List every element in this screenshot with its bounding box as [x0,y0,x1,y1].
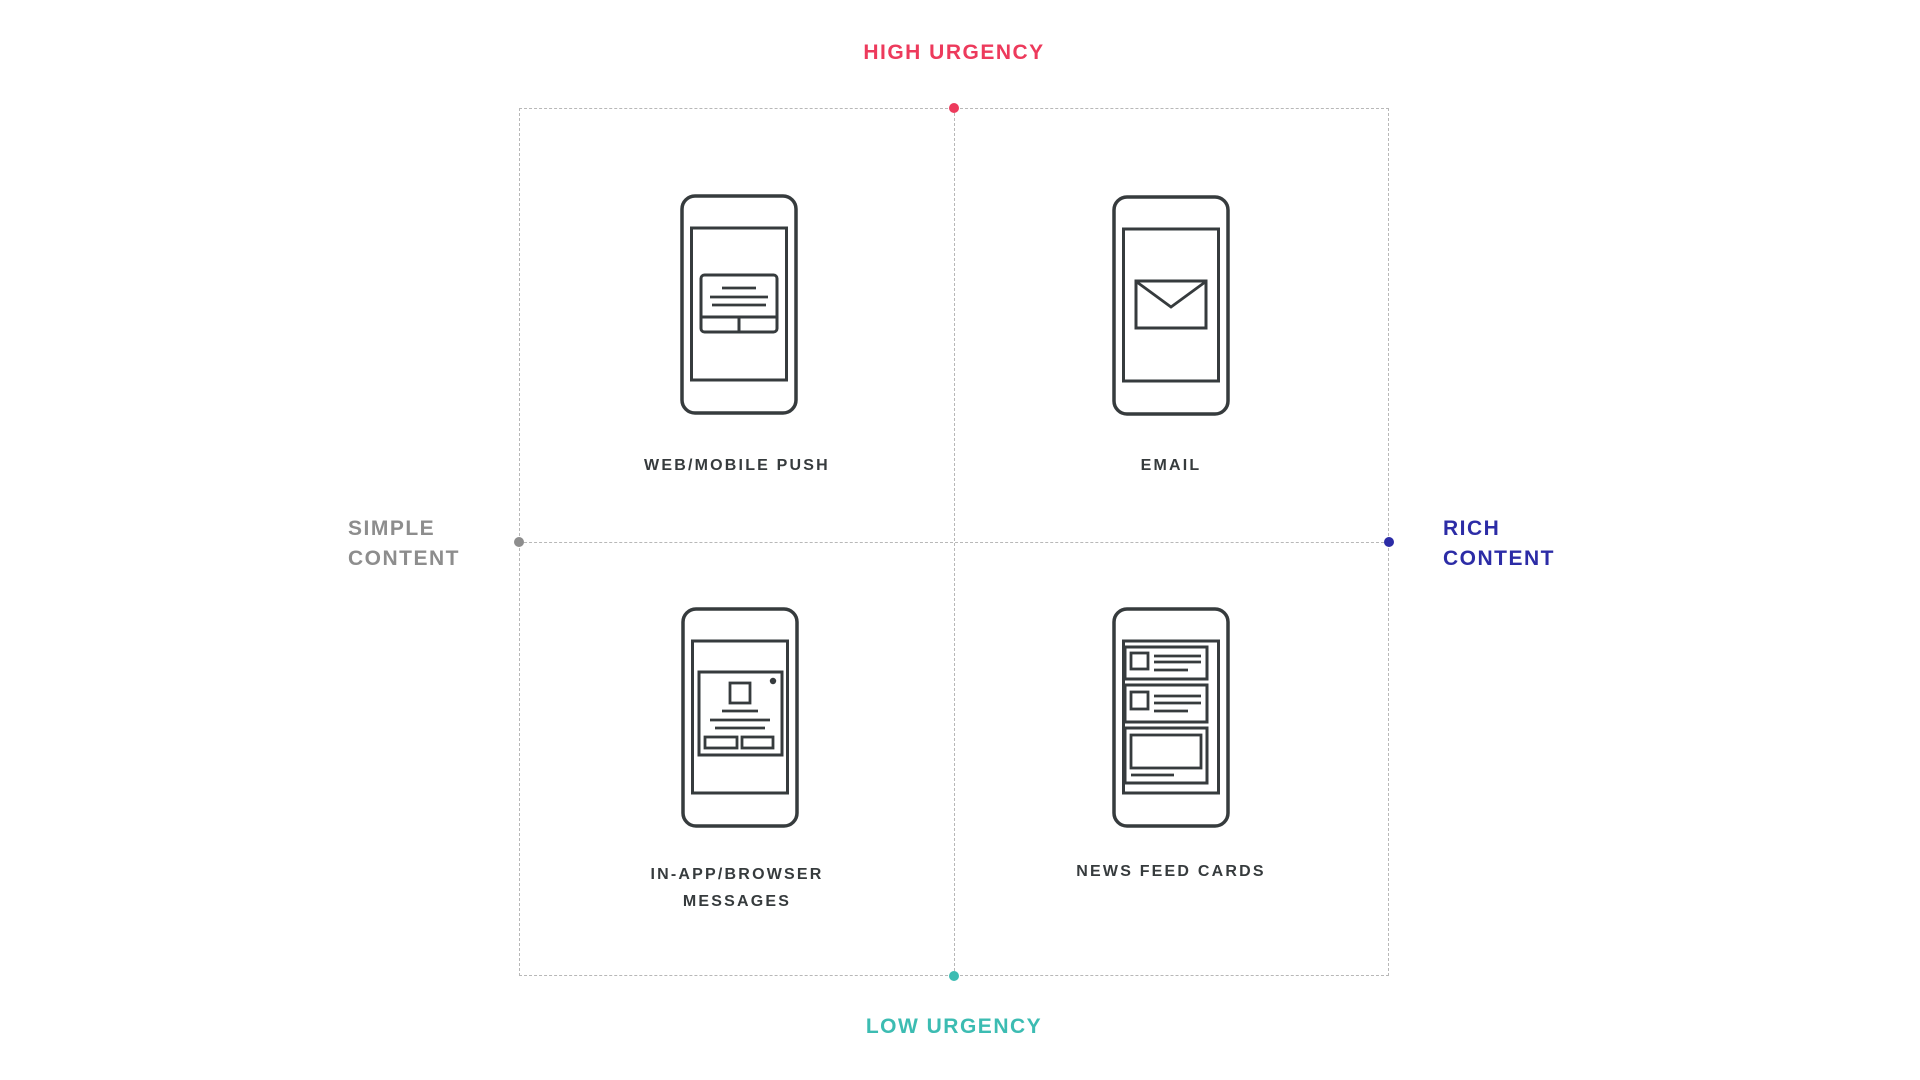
quadrant-label-news-feed-cards: NEWS FEED CARDS [1076,863,1266,880]
axis-label-simple-content: SIMPLE CONTENT [348,517,460,570]
axis-label-rich-content: RICH CONTENT [1443,517,1555,570]
simple-content-dot [514,537,524,547]
high-urgency-dot [949,103,959,113]
phone-email-envelope-icon [1112,195,1230,416]
quadrant-label-in-app-browser-messages: IN-APP/BROWSER MESSAGES [650,866,824,910]
axis-label-low-urgency: LOW URGENCY [865,1015,1043,1038]
horizontal-axis-line [519,542,1389,543]
phone-news-feed-cards-icon [1112,607,1230,828]
quadrant-label-web-mobile-push: WEB/MOBILE PUSH [644,457,830,474]
rich-content-dot [1384,537,1394,547]
quadrant-top-left [680,194,798,415]
quadrant-top-right [1112,195,1230,416]
phone-in-app-message-icon [681,607,799,828]
axis-label-high-urgency: HIGH URGENCY [863,41,1045,64]
quadrant-label-email: EMAIL [1140,457,1202,474]
quadrant-bottom-right [1112,607,1230,828]
low-urgency-dot [949,971,959,981]
phone-push-notification-icon [680,194,798,415]
quadrant-bottom-left [681,607,799,828]
